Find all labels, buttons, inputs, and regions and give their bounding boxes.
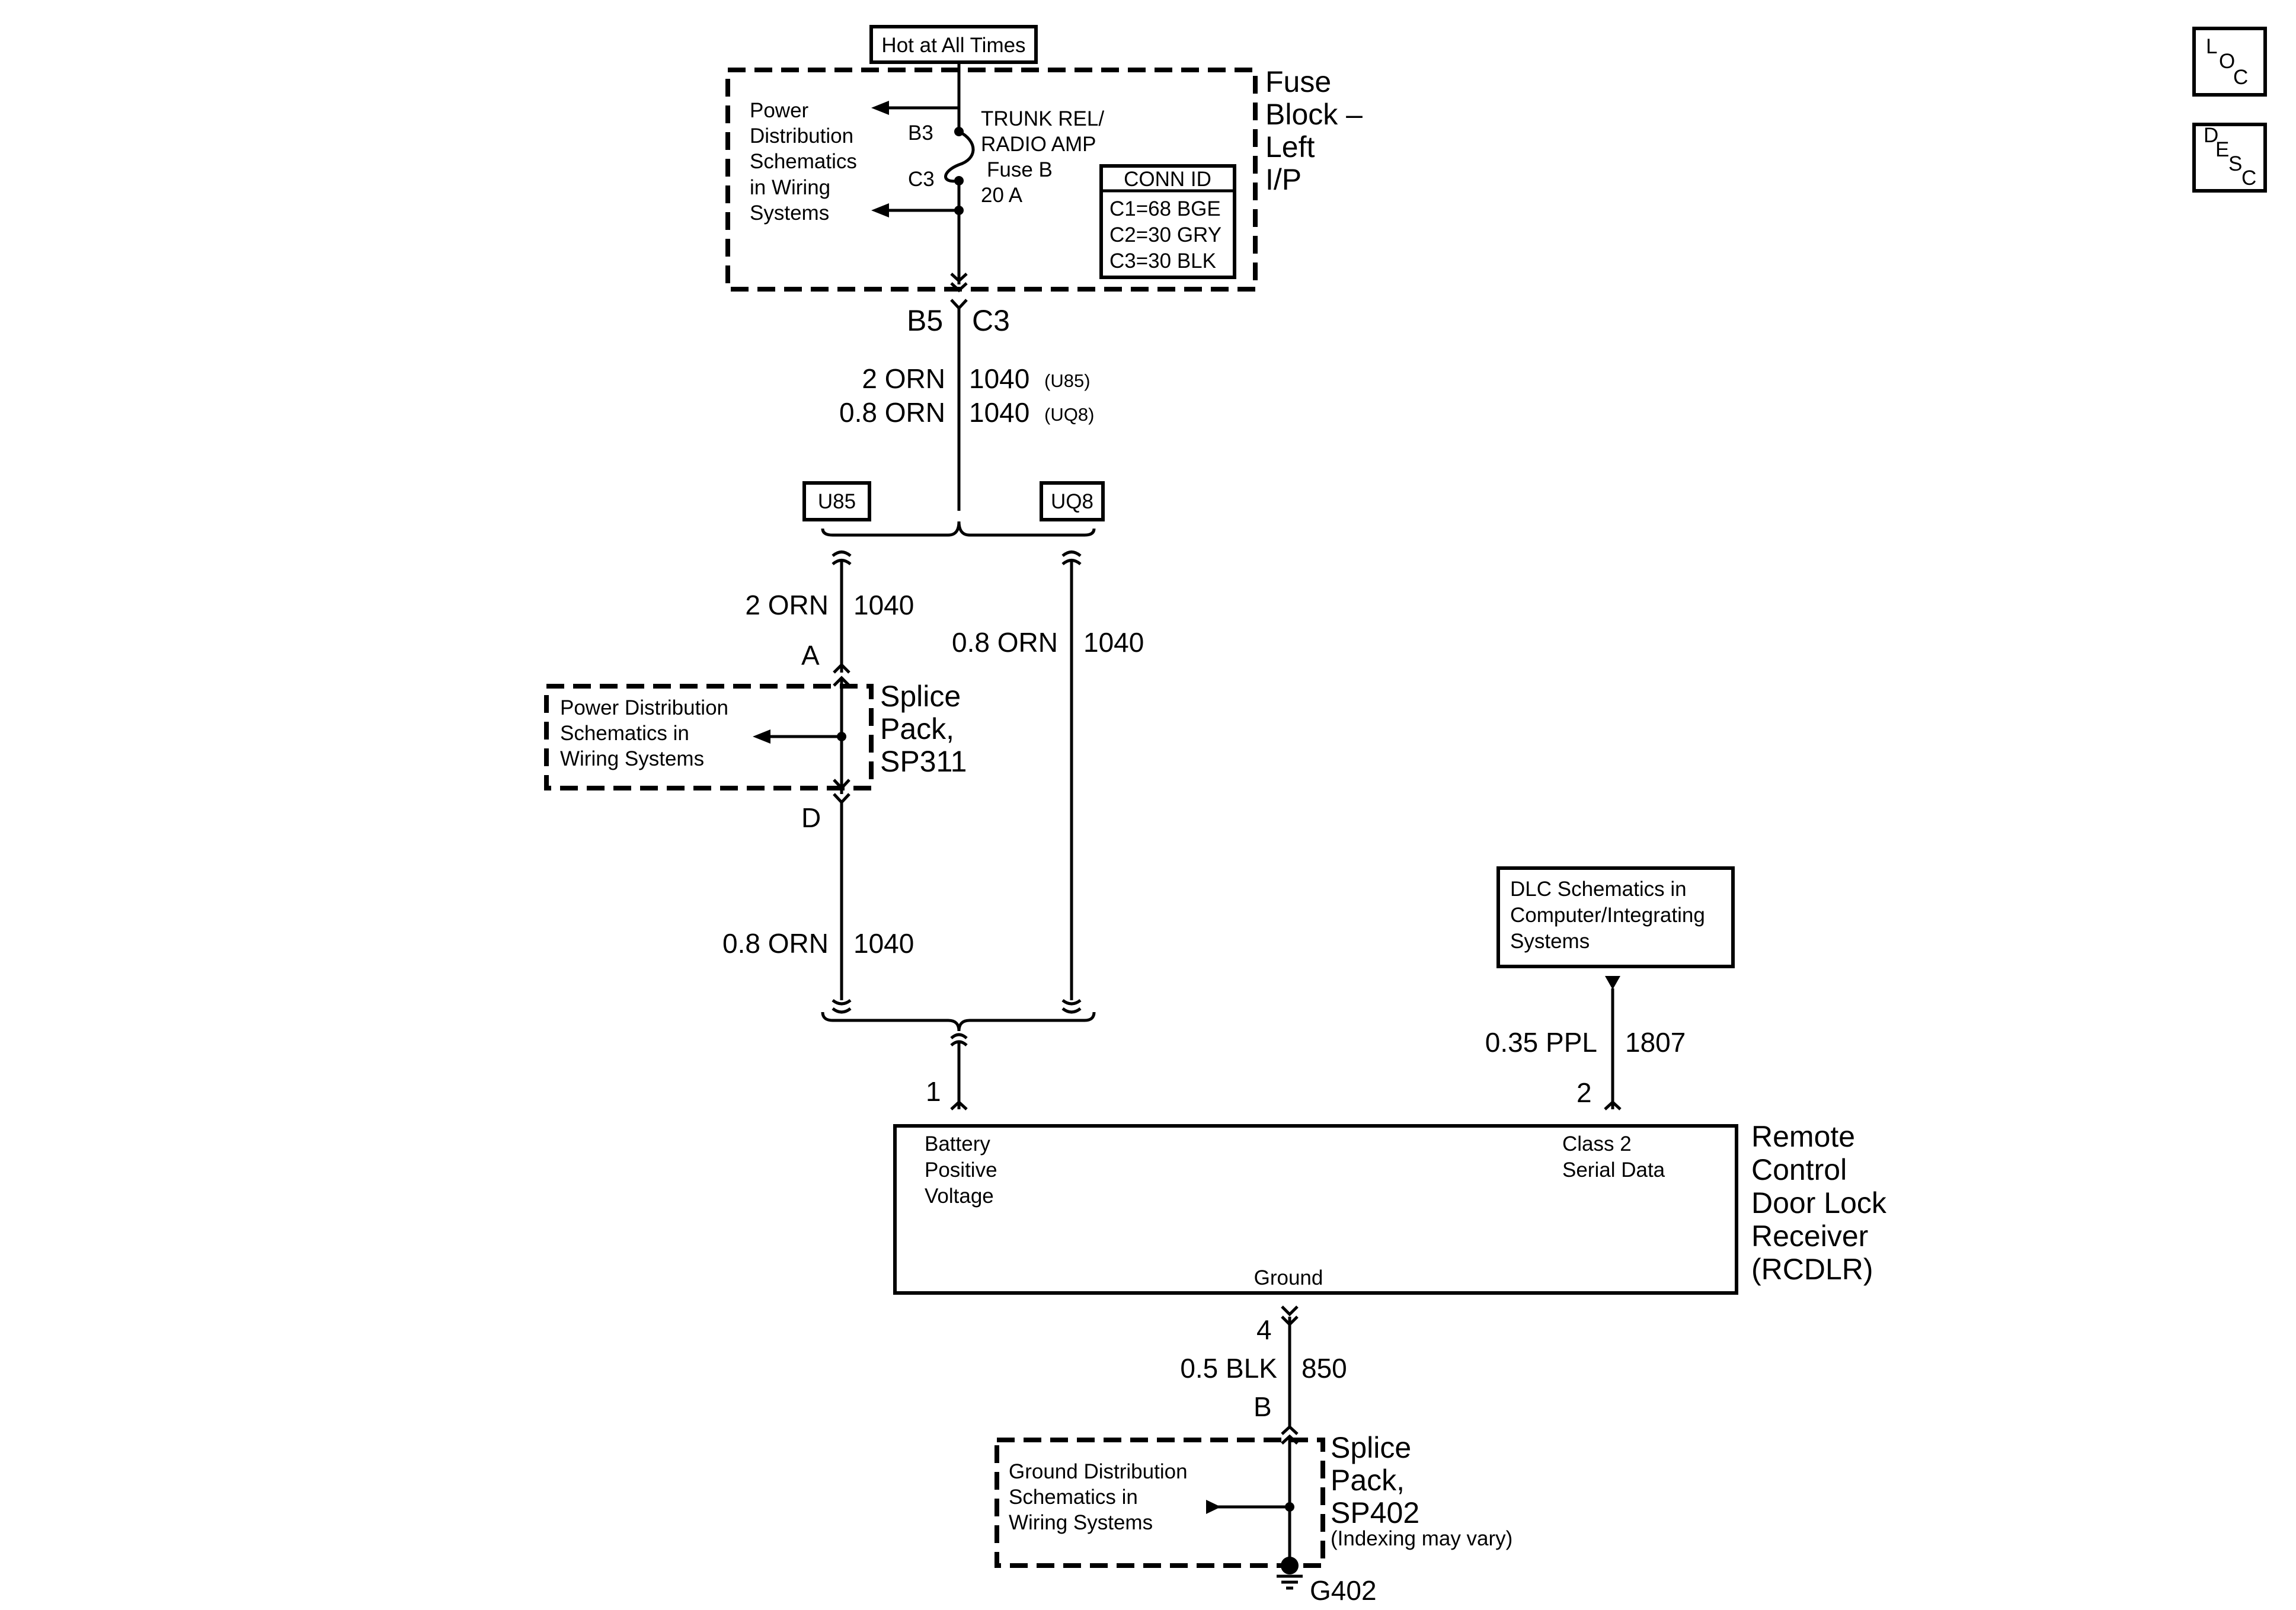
- svg-text:O: O: [2219, 50, 2235, 73]
- option-u85-box: [802, 481, 871, 521]
- splice-sp402-outline: [994, 1438, 1325, 1568]
- svg-text:0.35 PPL: 0.35 PPL: [1485, 1027, 1597, 1058]
- pin-b3-label: B3: [908, 121, 933, 145]
- svg-text:D: D: [2204, 124, 2218, 147]
- svg-text:1040: 1040: [853, 590, 914, 620]
- pin-b-label: B: [1253, 1391, 1272, 1422]
- rcdlr-module: Battery Positive Voltage Class 2 Serial …: [893, 1120, 1895, 1295]
- fuse-node-b3: [954, 127, 964, 136]
- svg-text:2 ORN: 2 ORN: [862, 363, 945, 394]
- svg-text:850: 850: [1302, 1353, 1347, 1384]
- rcdlr-ground-label: Ground: [1254, 1266, 1323, 1289]
- svg-text:C: C: [2233, 66, 2248, 89]
- desc-icon[interactable]: [2192, 123, 2267, 193]
- svg-text:1040: 1040: [969, 397, 1029, 428]
- pin-c3-out-label: C3: [972, 304, 1010, 337]
- svg-text:0.8 ORN: 0.8 ORN: [952, 627, 1058, 658]
- splice-sp402-ref: Ground Distribution Schematics in Wiring…: [1009, 1460, 1193, 1534]
- svg-text:CONN ID: CONN ID: [1124, 168, 1211, 191]
- join-brace-bottom: [821, 1012, 1096, 1032]
- option-uq8-label: UQ8: [1051, 490, 1093, 513]
- svg-text:1040: 1040: [969, 363, 1029, 394]
- fuse-block-name: Fuse Block – Left I/P: [1265, 65, 1371, 196]
- svg-text:C2=30 GRY: C2=30 GRY: [1109, 223, 1221, 247]
- splice-sp402-name: Splice Pack, SP402: [1331, 1431, 1419, 1529]
- svg-text:1807: 1807: [1625, 1027, 1686, 1058]
- svg-text:0.8 ORN: 0.8 ORN: [722, 928, 829, 959]
- fuse-symbol: [944, 130, 975, 183]
- split-brace-top: [821, 521, 1096, 537]
- loc-icon[interactable]: [2192, 27, 2267, 97]
- svg-text:E: E: [2215, 138, 2229, 161]
- svg-text:2 ORN: 2 ORN: [745, 590, 829, 620]
- ground-icon: [1281, 1557, 1299, 1574]
- splice-sp311-outline: [544, 684, 874, 790]
- rcdlr-pin-2-label: 2: [1576, 1077, 1592, 1108]
- svg-text:L: L: [2206, 35, 2217, 58]
- ground-circuit: 4 0.5 BLK 850 B Ground Distribution Sche…: [994, 1305, 1512, 1606]
- svg-text:(UQ8): (UQ8): [1044, 404, 1094, 425]
- pin-c3-label: C3: [908, 168, 935, 191]
- branch-u85: 2 ORN 1040 A Power Distribution Schemati…: [544, 550, 969, 1014]
- fuse-node-c3: [954, 176, 964, 185]
- dlc-arrow-icon: [1605, 976, 1620, 990]
- option-uq8-box: [1040, 481, 1105, 521]
- dlc-ref-text: DLC Schematics in Computer/Integrating S…: [1510, 878, 1711, 953]
- svg-text:(U85): (U85): [1044, 370, 1091, 391]
- svg-text:C3=30 BLK: C3=30 BLK: [1109, 249, 1216, 273]
- rcdlr-pin-1-label: 1: [926, 1076, 941, 1107]
- pin-d-label: D: [801, 802, 821, 833]
- desc-button[interactable]: D E S C: [2192, 123, 2267, 193]
- rcdlr-battery-label: Battery Positive Voltage: [925, 1132, 1003, 1208]
- ground-id-label: G402: [1310, 1575, 1377, 1606]
- splice-sp311-name: Splice Pack, SP311: [880, 680, 969, 778]
- fuse-description: TRUNK REL/ RADIO AMP Fuse B 20 A: [981, 107, 1110, 207]
- option-u85-label: U85: [818, 490, 856, 513]
- svg-text:1040: 1040: [853, 928, 914, 959]
- hot-at-all-times-box: [869, 25, 1038, 64]
- rcdlr-box: [893, 1124, 1738, 1295]
- loc-button[interactable]: L O C: [2192, 27, 2267, 97]
- svg-text:S: S: [2228, 152, 2242, 175]
- fuse-power-distribution-ref: Power Distribution Schematics in Wiring …: [750, 99, 863, 225]
- rcdlr-serial-label: Class 2 Serial Data: [1562, 1132, 1665, 1182]
- svg-text:C: C: [2241, 167, 2256, 190]
- indexing-note: (Indexing may vary): [1331, 1527, 1512, 1550]
- branch-uq8: 0.8 ORN 1040: [952, 550, 1144, 1014]
- conn-id-table: CONN ID C1=68 BGE C2=30 GRY C3=30 BLK: [1099, 164, 1236, 279]
- svg-text:1040: 1040: [1083, 627, 1144, 658]
- svg-text:C1=68 BGE: C1=68 BGE: [1109, 197, 1221, 220]
- rcdlr-pin-4-label: 4: [1256, 1314, 1272, 1345]
- hot-at-all-times-label: Hot at All Times: [881, 34, 1025, 57]
- splice-sp311-ref: Power Distribution Schematics in Wiring …: [560, 696, 734, 770]
- svg-text:0.8 ORN: 0.8 ORN: [839, 397, 945, 428]
- wire-1040-top: B5 C3 2 ORN 1040 (U85) 0.8 ORN 1040 (UQ8…: [802, 299, 1105, 537]
- svg-text:0.5 BLK: 0.5 BLK: [1180, 1353, 1277, 1384]
- dlc-ref-box: [1496, 866, 1735, 968]
- fuse-block: Hot at All Times Fuse Block – Left I/P P…: [725, 25, 1371, 293]
- rcdlr-name: Remote Control Door Lock Receiver (RCDLR…: [1751, 1120, 1895, 1286]
- dlc-reference: DLC Schematics in Computer/Integrating S…: [1485, 866, 1735, 1110]
- pin-b5-label: B5: [907, 304, 943, 337]
- pin-a-label: A: [801, 640, 820, 671]
